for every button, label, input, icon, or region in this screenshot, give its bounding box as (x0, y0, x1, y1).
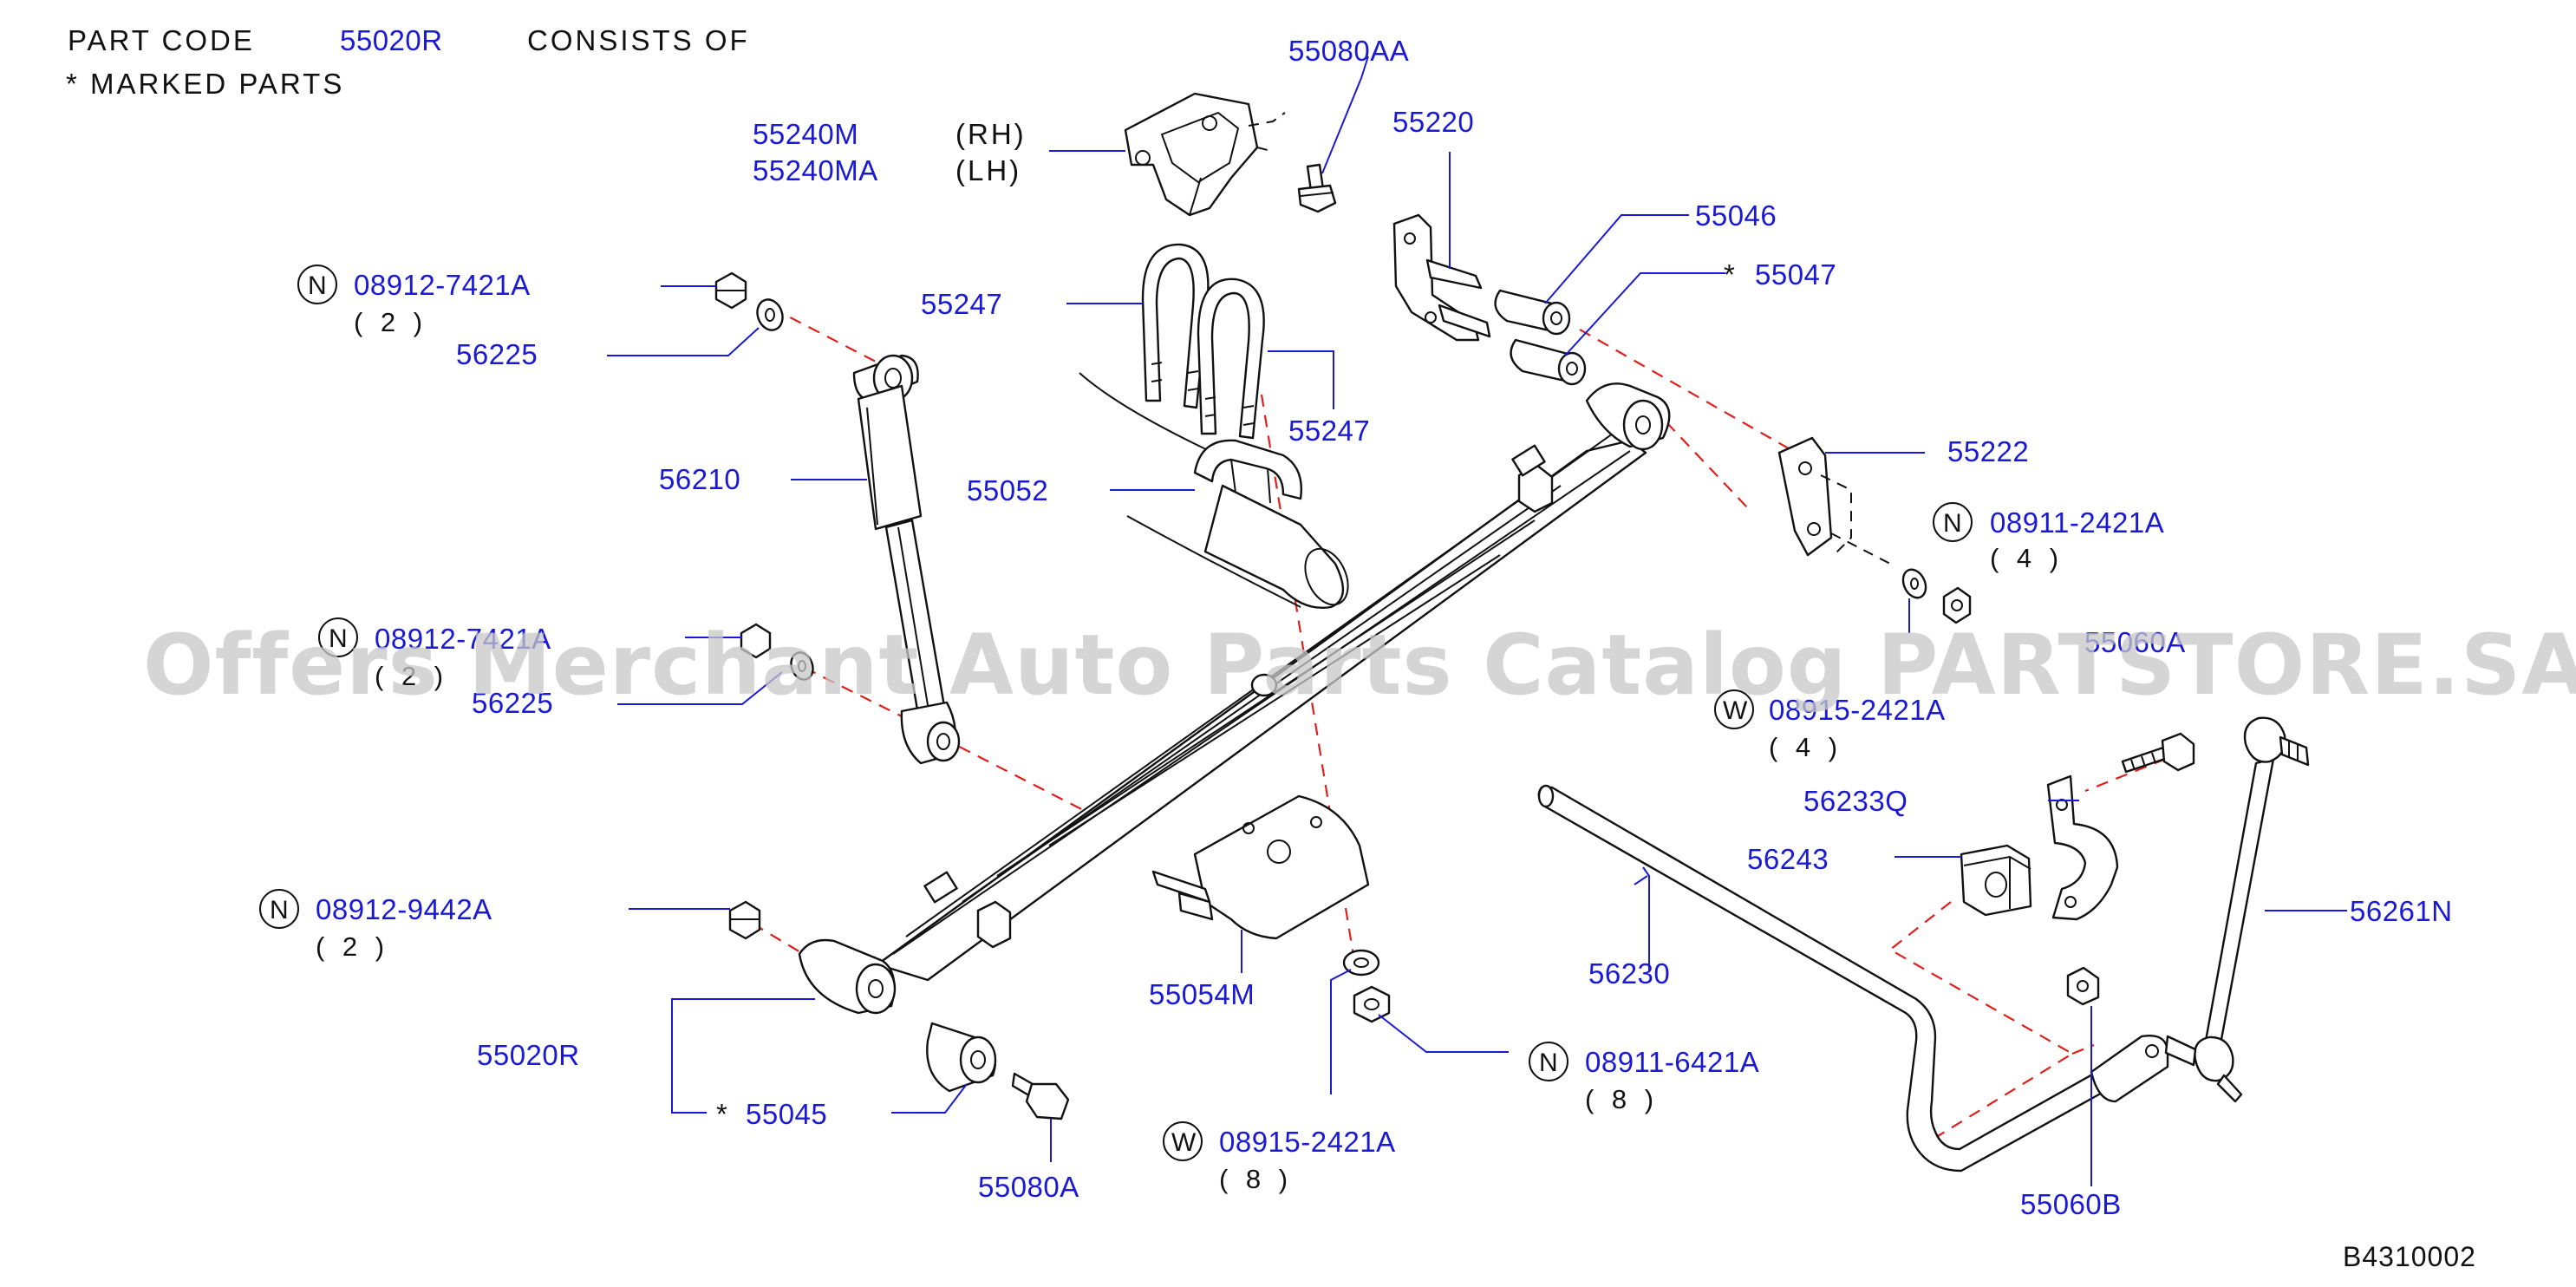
stabilizer-bushing-56243-icon[interactable] (1960, 844, 2032, 917)
nut-marker-55222-letter: N (1943, 509, 1962, 538)
header-part-code-label: PART CODE (68, 24, 255, 56)
label-08912-9442a[interactable]: 08912-9442A (316, 893, 492, 925)
header-marked-parts: * MARKED PARTS (66, 68, 344, 100)
label-55220[interactable]: 55220 (1392, 106, 1474, 138)
bushing-55047-icon[interactable] (1510, 338, 1587, 386)
washer-56225-top-icon[interactable] (753, 296, 787, 333)
label-55047-star: * (1724, 258, 1738, 291)
spring-plate-55054m-icon[interactable] (1151, 794, 1370, 940)
connecting-rod-56261n-icon[interactable] (2164, 716, 2310, 1103)
bolt-55060a-icon[interactable] (2121, 732, 2195, 774)
label-08912-7421a-lower-qty: ( 2 ) (375, 661, 448, 691)
label-55047[interactable]: 55047 (1755, 258, 1836, 291)
diagram-id: B4310002 (2343, 1241, 2476, 1272)
nut-08912-7421a-lower-icon[interactable] (740, 623, 772, 659)
washer-marker-8-letter: W (1171, 1128, 1197, 1157)
nut-08912-9442a-icon[interactable] (728, 900, 761, 940)
nut-08911-2421a-icon[interactable] (1942, 586, 1972, 624)
u-bolt-55247-front-icon[interactable] (1197, 278, 1265, 440)
nut-marker-lower: N (318, 617, 358, 657)
label-55240m[interactable]: 55240M (753, 118, 858, 150)
spring-hanger-bracket-icon[interactable] (1124, 92, 1286, 217)
label-55020r[interactable]: 55020R (477, 1039, 580, 1071)
spring-seat-55052-icon[interactable] (1193, 439, 1302, 504)
label-55240ma[interactable]: 55240MA (753, 154, 878, 186)
label-56225-lower[interactable]: 56225 (472, 687, 553, 719)
nut-55060b-icon[interactable] (2066, 966, 2100, 1006)
label-56210[interactable]: 56210 (659, 463, 740, 495)
nut-marker-55222: N (1933, 502, 1973, 542)
label-55060a[interactable]: 55060A (2084, 626, 2186, 658)
stabilizer-bar-56230-icon[interactable] (1537, 784, 2169, 1173)
stabilizer-clamp-56233q-icon[interactable] (2046, 774, 2119, 921)
washer-56225-lower-icon[interactable] (787, 650, 816, 683)
nut-marker-9442a: N (259, 889, 299, 929)
label-08911-6421a[interactable]: 08911-6421A (1585, 1046, 1759, 1078)
label-08912-7421a-lower[interactable]: 08912-7421A (375, 623, 551, 655)
washer-08915-8-icon[interactable] (1342, 949, 1380, 977)
label-08915-2421a-4-qty: ( 4 ) (1769, 732, 1842, 762)
nut-08912-7421a-top-icon[interactable] (714, 271, 747, 310)
label-55046[interactable]: 55046 (1695, 199, 1777, 232)
bushing-55045-icon[interactable] (926, 1022, 997, 1093)
label-56261n[interactable]: 56261N (2350, 895, 2453, 927)
label-56243[interactable]: 56243 (1747, 843, 1829, 875)
label-55240m-side: (RH) (955, 118, 1027, 150)
label-55060b[interactable]: 55060B (2020, 1188, 2122, 1220)
label-56233q[interactable]: 56233Q (1803, 785, 1908, 817)
label-56225-top[interactable]: 56225 (456, 338, 538, 370)
label-08915-2421a-4[interactable]: 08915-2421A (1769, 694, 1946, 726)
alignment-lines (752, 307, 2167, 1137)
nut-marker-6421a: N (1529, 1042, 1568, 1081)
label-08911-6421a-qty: ( 8 ) (1585, 1084, 1659, 1114)
nut-marker-lower-letter: N (329, 624, 348, 653)
label-08912-9442a-qty: ( 2 ) (316, 931, 389, 962)
washer-marker-8: W (1163, 1121, 1203, 1161)
nut-marker-9442a-letter: N (270, 896, 289, 924)
shackle-plate-55222-icon[interactable] (1777, 436, 1891, 565)
u-bolt-55247-rear-icon[interactable] (1141, 243, 1210, 409)
label-08912-7421a-top-qty: ( 2 ) (354, 307, 427, 337)
washer-08915-4-icon[interactable] (1899, 566, 1930, 602)
washer-marker-4: W (1714, 689, 1754, 729)
label-55247-rear[interactable]: 55247 (921, 288, 1002, 320)
washer-marker-4-letter: W (1723, 696, 1748, 725)
watermark-text: Offers Merchant Auto Parts Catalog PARTS… (143, 617, 2576, 714)
nut-marker-top-letter: N (308, 271, 327, 300)
shock-absorber-56210-icon[interactable] (852, 354, 961, 765)
header-note: PART CODE 55020R CONSISTS OF * MARKED PA… (66, 24, 750, 100)
shackle-plate-55220-icon[interactable] (1392, 213, 1491, 342)
label-55054m[interactable]: 55054M (1149, 978, 1255, 1010)
label-08911-2421a-qty: ( 4 ) (1990, 543, 2064, 573)
nut-08911-6421a-icon[interactable] (1353, 985, 1391, 1023)
label-55247-front[interactable]: 55247 (1288, 415, 1370, 447)
label-55080a[interactable]: 55080A (978, 1171, 1079, 1203)
nut-marker-6421a-letter: N (1539, 1049, 1558, 1077)
axle-housing-icon (1079, 372, 1349, 609)
nut-marker-top: N (297, 265, 337, 304)
label-55080aa[interactable]: 55080AA (1288, 35, 1409, 67)
header-consists-of: CONSISTS OF (527, 24, 750, 56)
label-08915-2421a-8[interactable]: 08915-2421A (1219, 1126, 1396, 1158)
bolt-55080a-icon[interactable] (1011, 1072, 1070, 1120)
part-labels: 55080AA 55240M (RH) 55240MA (LH) 55220 5… (259, 35, 2476, 1272)
bushing-55046-icon[interactable] (1494, 289, 1571, 336)
header-part-code-value[interactable]: 55020R (340, 24, 443, 56)
leader-lines (607, 56, 2347, 1186)
label-08915-2421a-8-qty: ( 8 ) (1219, 1164, 1293, 1194)
label-55045[interactable]: 55045 (746, 1098, 827, 1130)
label-08911-2421a[interactable]: 08911-2421A (1990, 506, 2164, 539)
label-55045-star: * (716, 1098, 730, 1130)
label-55240ma-side: (LH) (955, 154, 1021, 186)
bolt-55080aa-icon[interactable] (1297, 163, 1337, 213)
leaf-spring-55020r-icon[interactable] (798, 382, 1671, 1015)
label-08912-7421a-top[interactable]: 08912-7421A (354, 269, 531, 301)
label-56230[interactable]: 56230 (1588, 957, 1670, 990)
part-illustrations (714, 92, 2310, 1173)
label-55052[interactable]: 55052 (967, 474, 1048, 506)
label-55222[interactable]: 55222 (1947, 435, 2029, 467)
